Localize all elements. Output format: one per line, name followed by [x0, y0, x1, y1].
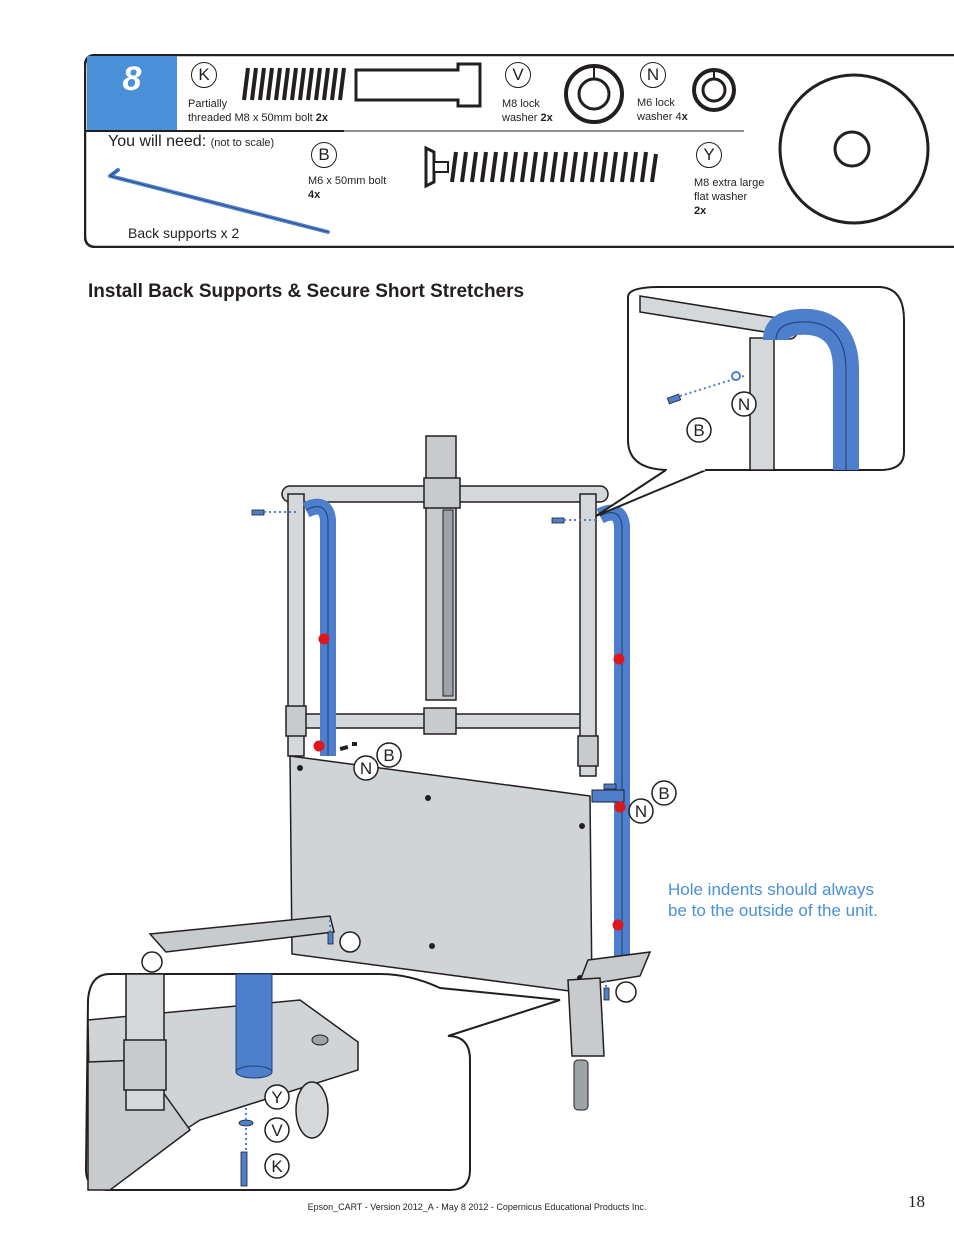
hole-indents-note: Hole indents should always be to the out… — [668, 880, 878, 920]
you-will-need-label: You will need: — [108, 133, 207, 150]
back-support-tube-illustration — [108, 168, 330, 234]
part-n-letter: N — [640, 62, 666, 88]
part-k-desc-line2: threaded M8 x 50mm bolt — [188, 112, 313, 124]
part-v-desc-line2: washer — [502, 112, 538, 124]
footer-text: Epson_CART - Version 2012_A - May 8 2012… — [307, 1202, 647, 1212]
callout-bottom-y: Y — [271, 1088, 282, 1107]
m6-lock-washer-icon — [692, 68, 736, 112]
back-supports-label: Back supports x 2 — [128, 225, 240, 241]
partially-threaded-bolt-illustration — [242, 62, 482, 108]
part-n-qty: x — [681, 111, 688, 123]
cart-assembly-illustration: N B B N B N Y V K — [84, 286, 905, 1191]
part-y-qty: 2x — [694, 205, 707, 217]
part-n-desc-line1: M6 lock — [637, 97, 675, 109]
m8-lock-washer-icon — [564, 64, 624, 124]
part-b-desc-line1: M6 x 50mm bolt — [308, 175, 387, 187]
part-k-qty: 2x — [315, 112, 329, 124]
part-y-desc-line2: flat washer — [694, 191, 748, 203]
part-y-letter: Y — [696, 142, 722, 168]
m6-bolt-illustration — [424, 145, 658, 189]
part-b-qty: 4x — [308, 189, 321, 201]
callout-bottom-k: K — [271, 1157, 283, 1176]
part-b-letter: B — [311, 142, 337, 168]
step-title: Install Back Supports & Secure Short Str… — [88, 281, 525, 302]
part-k-letter: K — [191, 62, 217, 88]
step-badge — [87, 56, 177, 130]
part-y-desc-line1: M8 extra large — [694, 177, 765, 189]
part-v-letter: V — [505, 62, 531, 88]
callout-top-n: N — [738, 395, 750, 414]
not-to-scale-note: (not to scale) — [210, 137, 275, 149]
callout-right-n: N — [635, 802, 647, 821]
part-k-desc-line1: Partially — [188, 98, 228, 110]
m8-extra-large-flat-washer-icon — [778, 73, 930, 225]
part-v-desc-line1: M8 lock — [502, 98, 540, 110]
part-n-desc-line2: washer 4 — [637, 111, 682, 123]
part-v-qty: 2x — [540, 112, 553, 124]
callout-right-b: B — [658, 784, 669, 803]
parts-panel-frame — [84, 54, 954, 248]
callout-bottom-v: V — [271, 1121, 283, 1140]
callout-left-b: B — [383, 746, 394, 765]
page-number: 18 — [908, 1192, 925, 1211]
callout-top-b: B — [693, 421, 704, 440]
step-number: 8 — [122, 60, 142, 98]
callout-left-n: N — [360, 759, 372, 778]
